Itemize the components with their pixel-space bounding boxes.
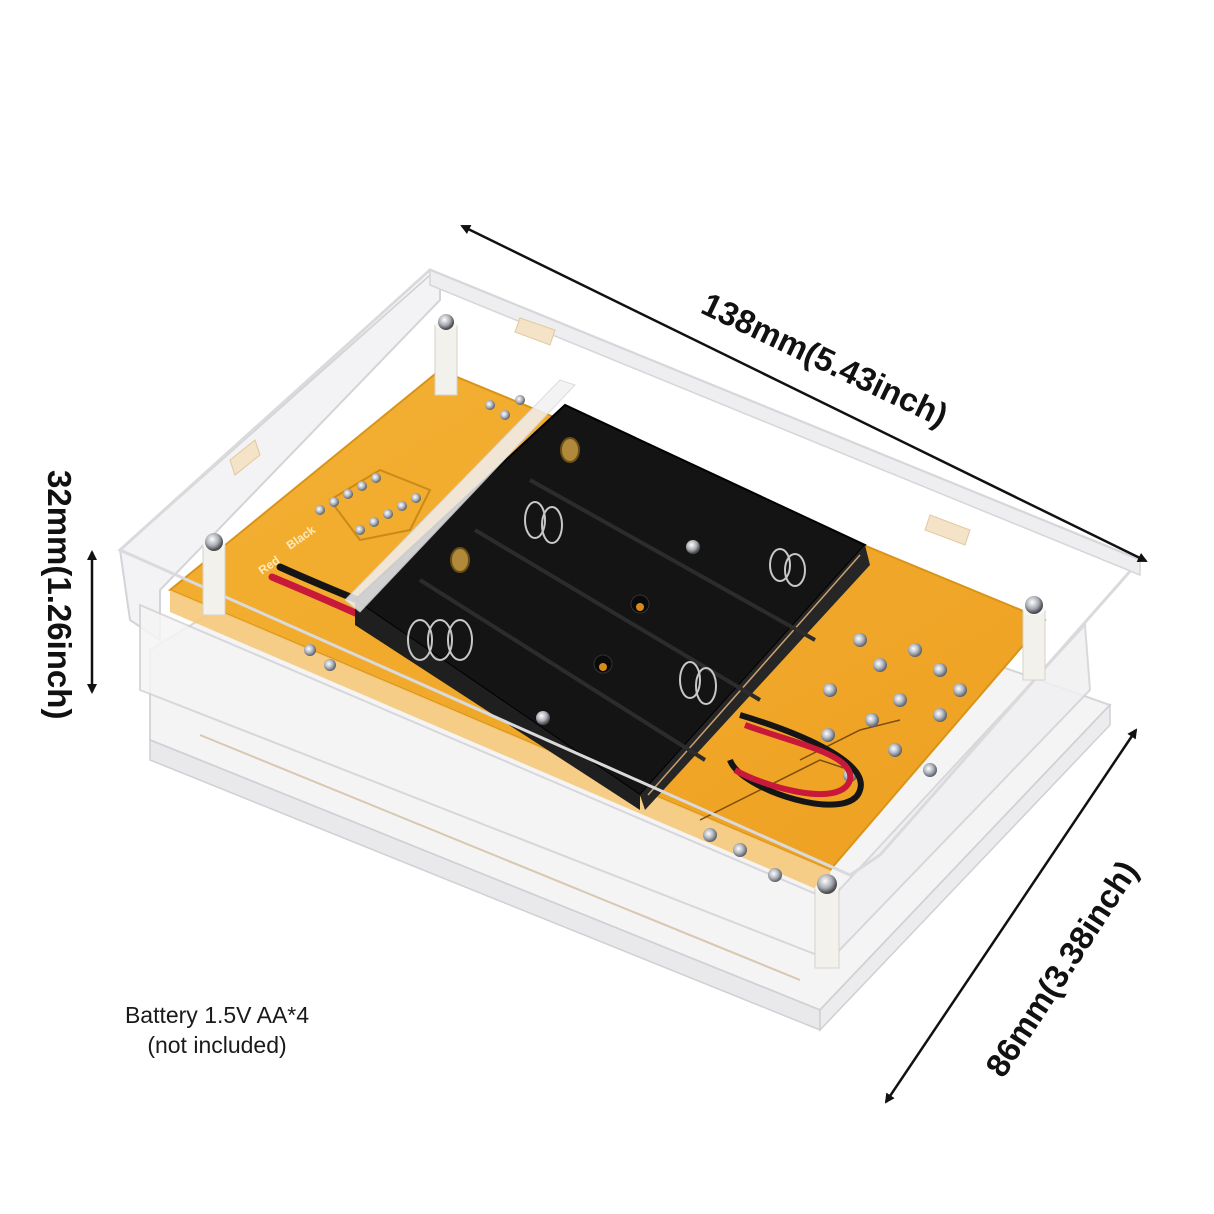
battery-caption-line2: (not included) — [147, 1032, 287, 1058]
standoff-front-right — [814, 874, 840, 969]
battery-caption: Battery 1.5V AA*4 (not included) — [82, 1000, 352, 1060]
standoffs — [202, 314, 1046, 969]
standoff-back-right — [1022, 596, 1046, 681]
standoff-back-left — [434, 314, 458, 396]
height-dimension-label: 32mm(1.26inch) — [41, 470, 78, 720]
width-arrow — [884, 728, 1138, 1104]
battery-caption-line1: Battery 1.5V AA*4 — [124, 1002, 310, 1028]
length-arrow — [460, 224, 1148, 563]
dimension-arrows — [87, 224, 1148, 1104]
standoff-front-left — [202, 533, 226, 616]
